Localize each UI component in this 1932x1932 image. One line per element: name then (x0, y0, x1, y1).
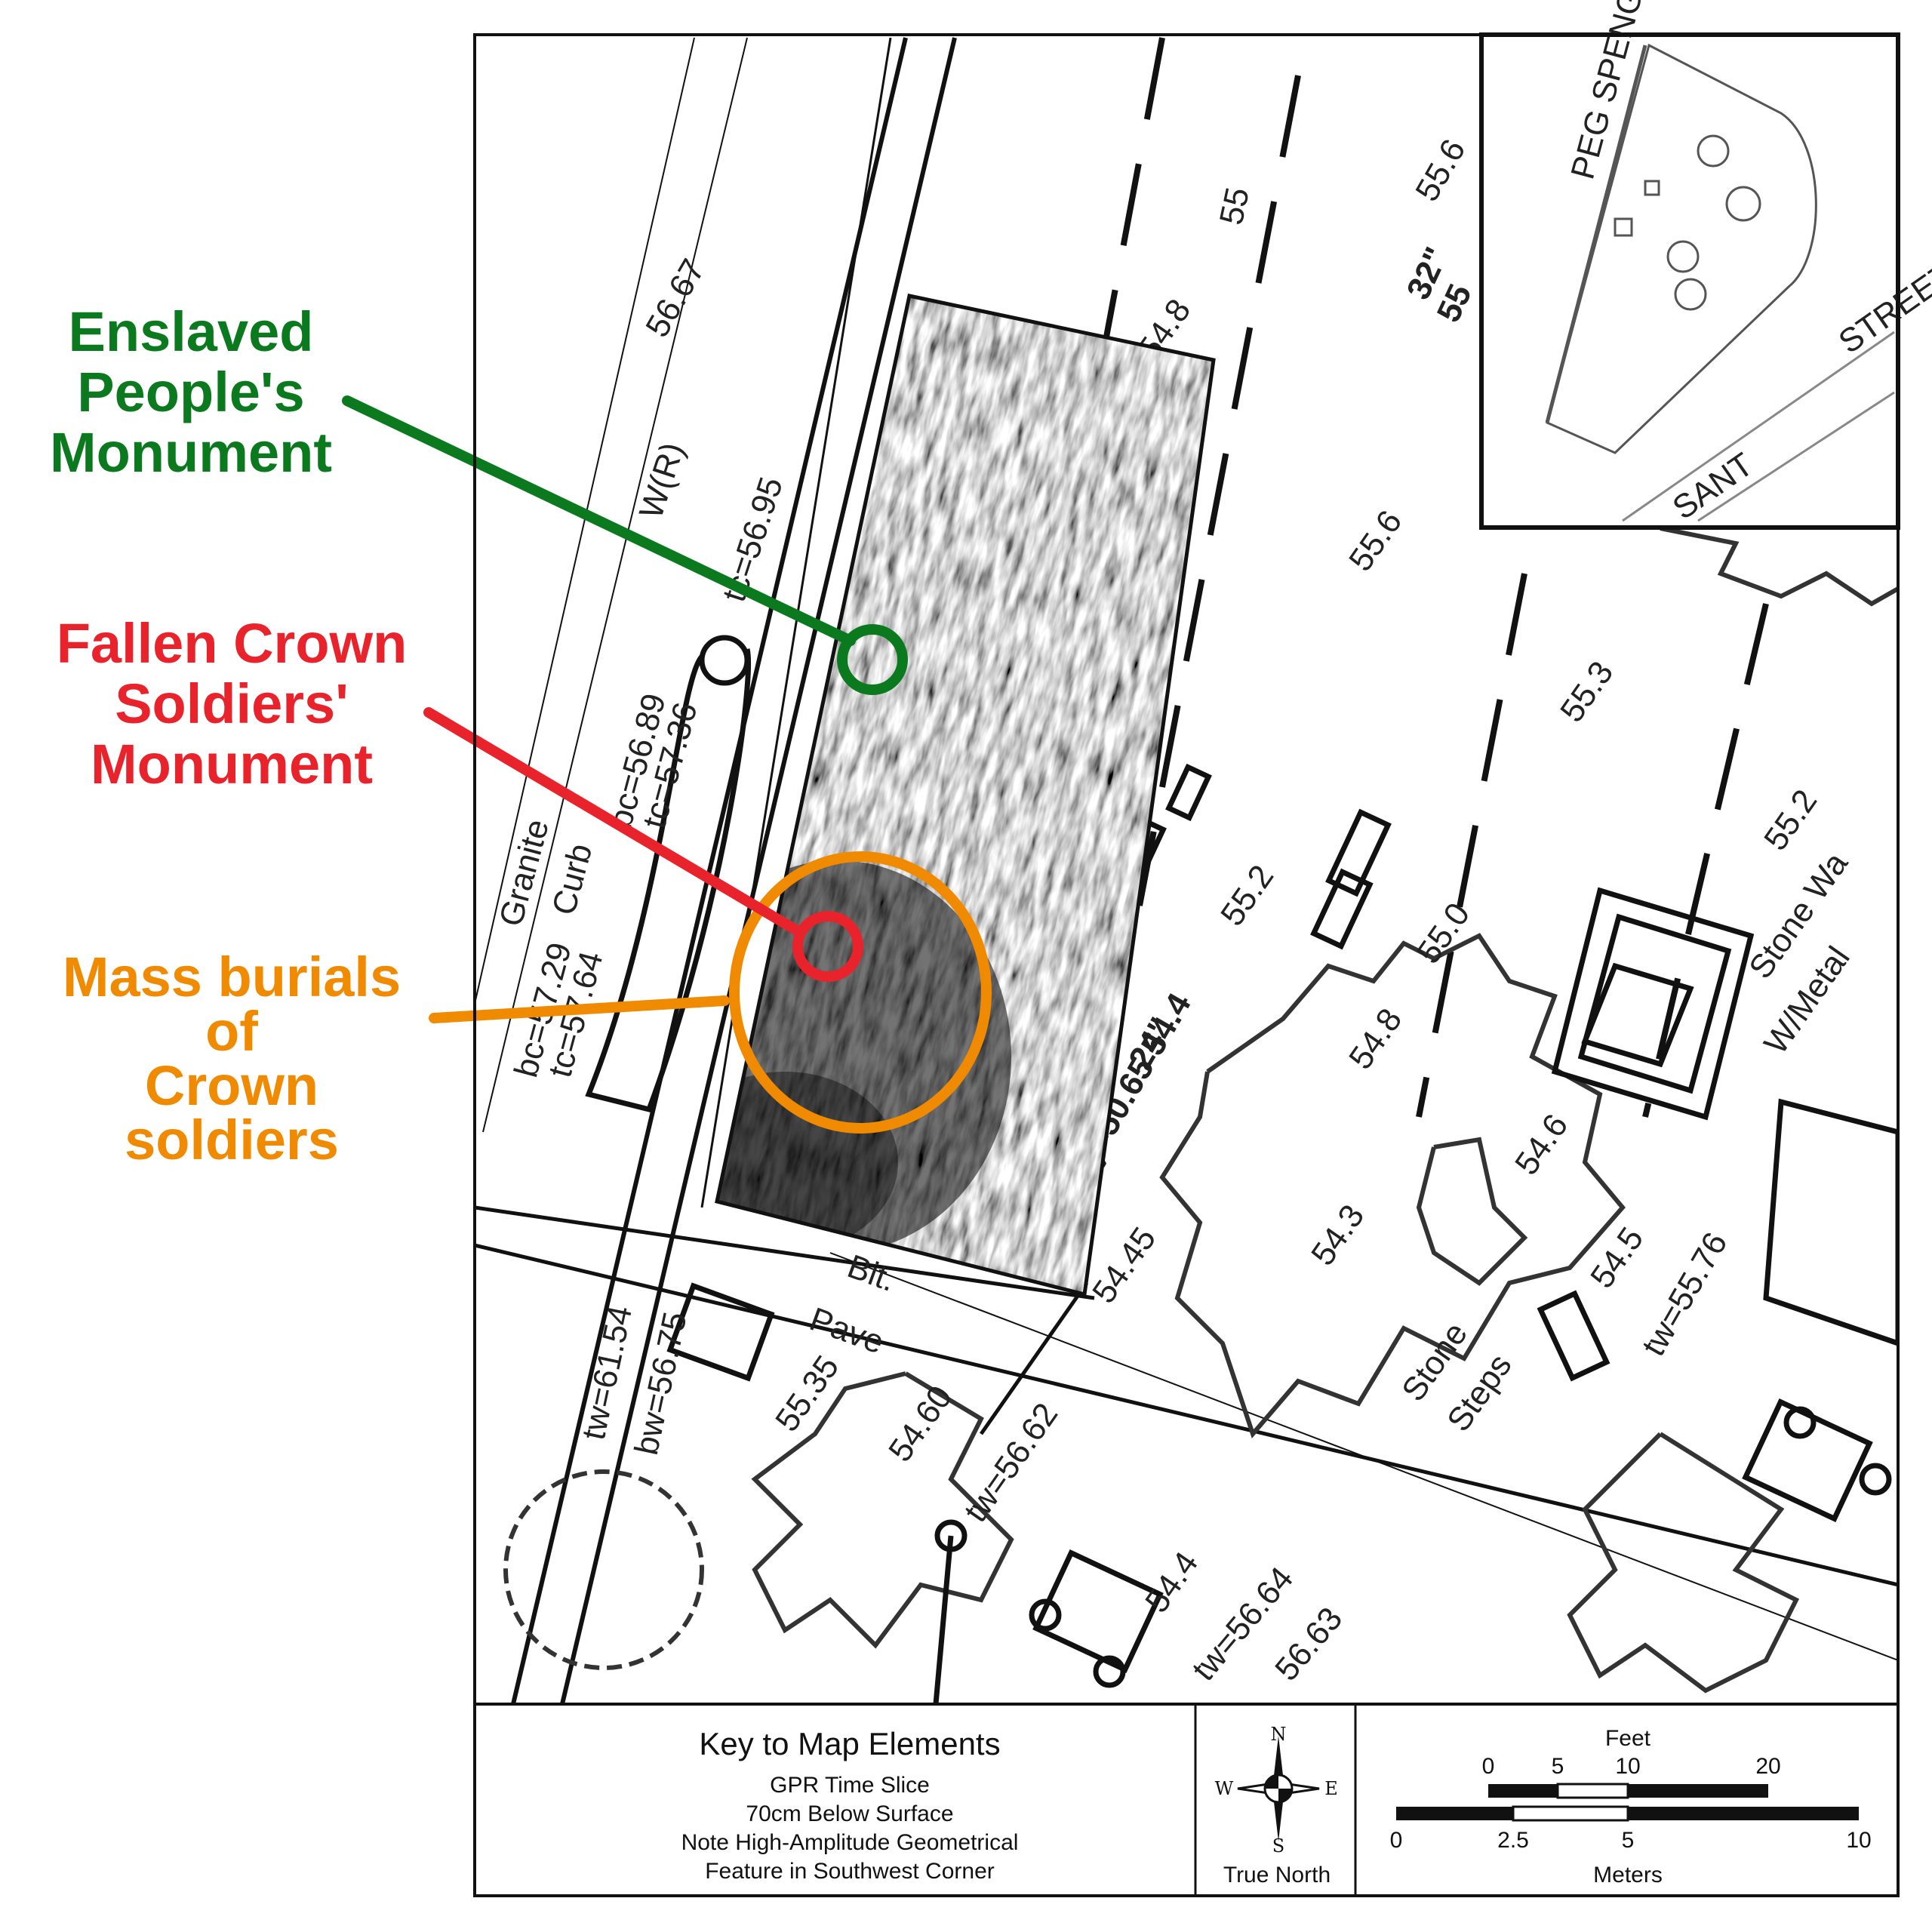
scale-bar: Feet 0 5 10 20 0 2.5 5 10 Meters (1390, 1726, 1872, 1887)
compass-w: W (1215, 1778, 1234, 1799)
scale-meters-label: Meters (1593, 1863, 1663, 1887)
scale-tick: 10 (1615, 1754, 1640, 1779)
annotation-label: of (205, 1000, 258, 1063)
annotation-label: Enslaved (69, 300, 314, 363)
contour-label: 55 (1213, 184, 1257, 228)
pavement-edges (475, 1205, 1898, 1661)
inset-locator-map: STREET SANT PEG SPENGLER WAY (1479, 0, 1932, 530)
compass-n: N (1271, 1724, 1287, 1745)
compass-caption: True North (1223, 1863, 1331, 1887)
scale-tick: 10 (1846, 1828, 1871, 1853)
annotation-label: soldiers (125, 1109, 339, 1171)
contour-dashes (1054, 37, 1769, 1118)
north-arrow-icon: N S W E (1215, 1724, 1338, 1857)
scale-tick: 5 (1622, 1828, 1635, 1853)
scale-tick: 2.5 (1497, 1828, 1529, 1853)
annotation-label: Monument (91, 733, 373, 795)
scale-tick: 5 (1552, 1754, 1564, 1779)
legend-panel: Key to Map Elements GPR Time Slice 70cm … (473, 1703, 1900, 1897)
tree-outlines (503, 526, 1898, 1694)
legend-line: Feature in Southwest Corner (705, 1859, 995, 1884)
scale-feet-label: Feet (1605, 1726, 1651, 1751)
legend-line: GPR Time Slice (770, 1773, 930, 1798)
annotation-fallen-crown-monument: Fallen Crown Soldiers' Monument (57, 612, 863, 982)
annotation-label: Mass burials (63, 946, 401, 1008)
annotation-label: Fallen Crown (57, 612, 408, 675)
legend-title: Key to Map Elements (699, 1726, 1000, 1761)
scale-tick: 0 (1390, 1828, 1403, 1853)
annotation-label: Soldiers' (115, 672, 349, 735)
annotation-label: Crown (145, 1054, 318, 1117)
scale-tick: 20 (1755, 1754, 1780, 1779)
compass-e: E (1324, 1778, 1338, 1799)
scale-tick: 0 (1482, 1754, 1495, 1779)
compass-s: S (1272, 1835, 1284, 1857)
legend-line: 70cm Below Surface (746, 1801, 953, 1826)
road-curb-lines (475, 37, 957, 1704)
legend-line: Note High-Amplitude Geometrical (681, 1830, 1019, 1855)
annotation-label: People's (77, 361, 304, 423)
annotation-label: Monument (50, 421, 332, 484)
annotation-enslaved-monument: Enslaved People's Monument (50, 300, 908, 695)
annotation-mass-burials: Mass burials of Crown soldiers (63, 851, 992, 1171)
